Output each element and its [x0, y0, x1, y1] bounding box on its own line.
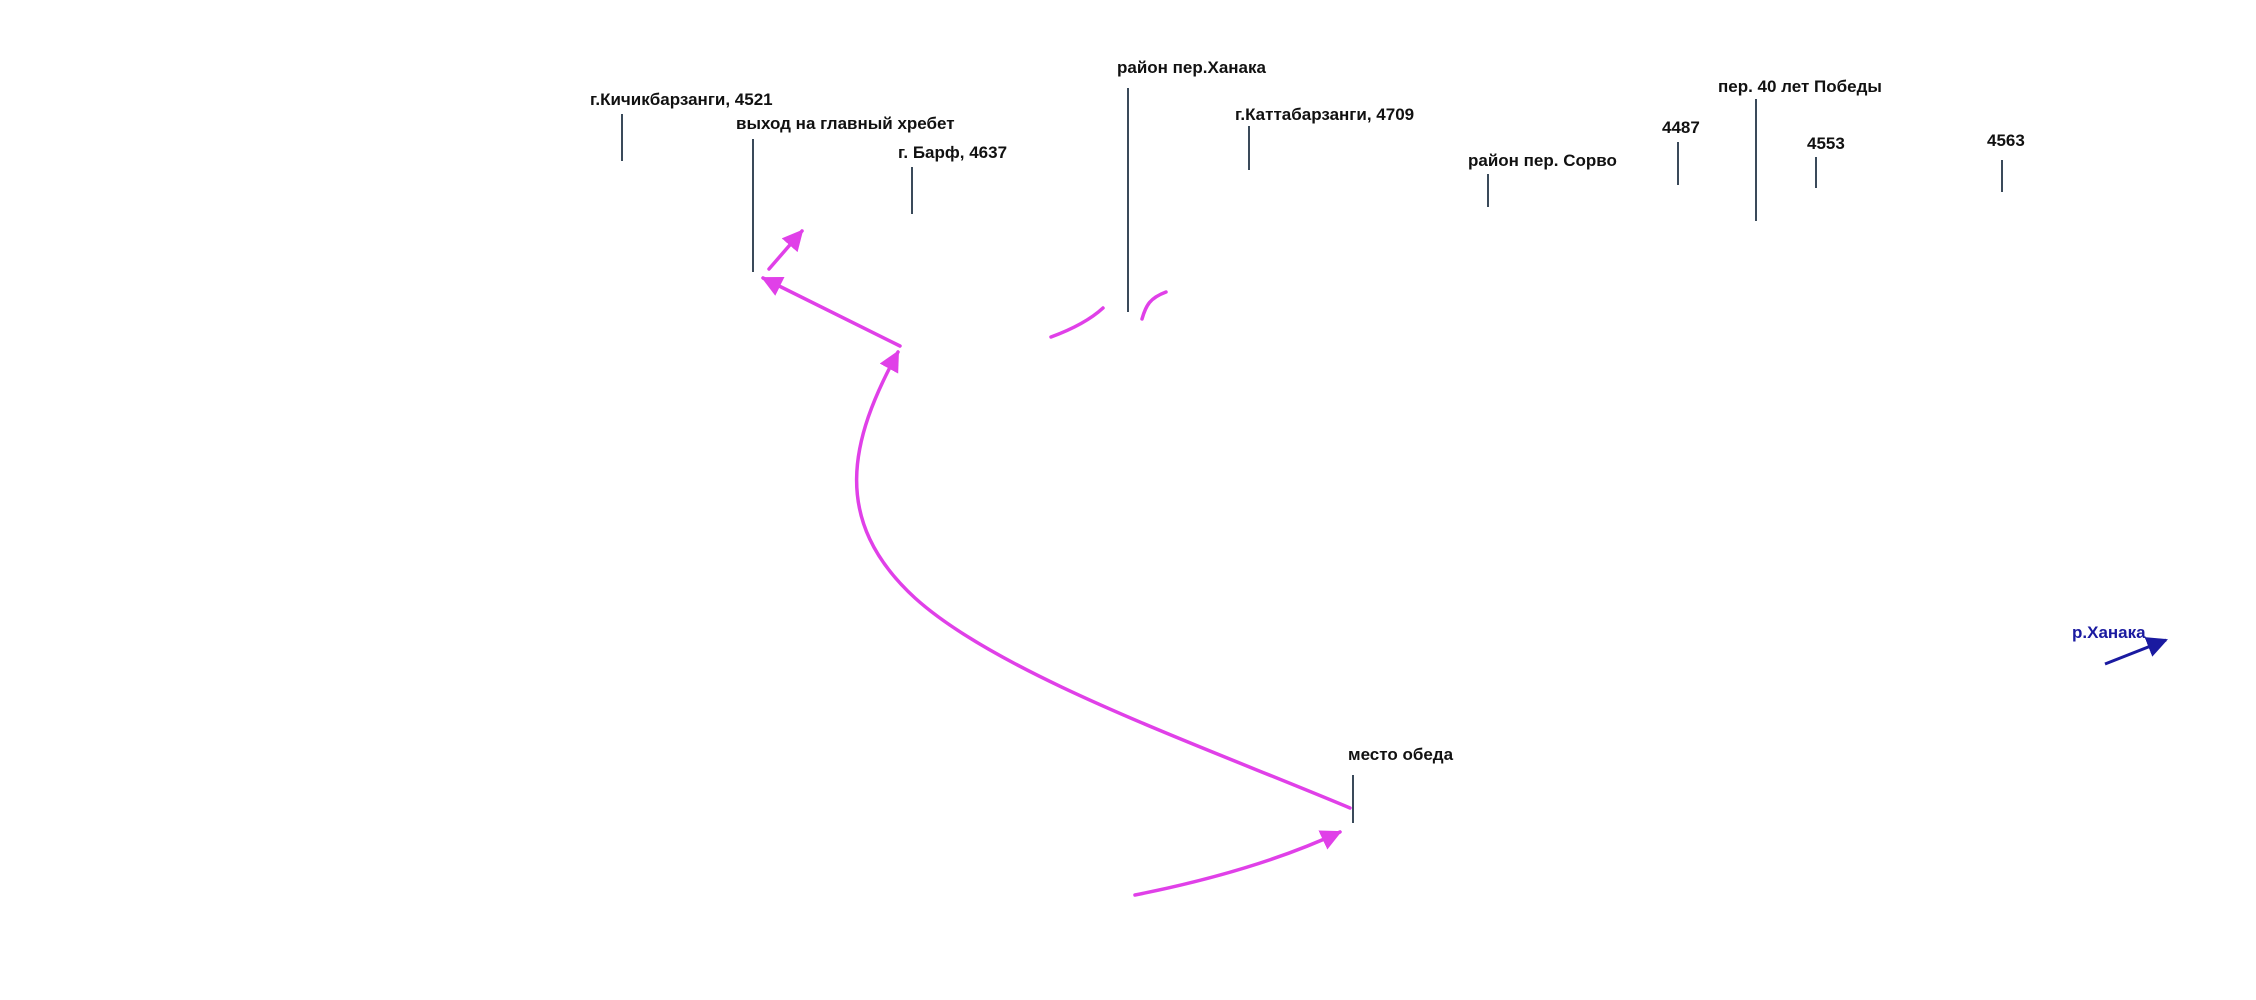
label-peak-4563: 4563: [1987, 131, 2025, 150]
river-flow-arrow: [2104, 637, 2168, 666]
route-khanaka-right-fragment: [1140, 290, 1168, 321]
route-to-exit-ridge: [761, 276, 902, 348]
label-peak-4487: 4487: [1662, 118, 1700, 137]
route-approach-to-lunch: [1133, 830, 1342, 897]
label-peak-4553: 4553: [1807, 134, 1845, 153]
label-sorvo-pass: район пер. Сорво: [1468, 151, 1617, 170]
label-khanaka-pass: район пер.Ханака: [1117, 58, 1267, 77]
label-exit-ridge: выход на главный хребет: [736, 114, 955, 133]
label-kattabarzangi: г.Каттабарзанги, 4709: [1235, 105, 1414, 124]
label-pobedy-pass: пер. 40 лет Победы: [1718, 77, 1882, 96]
route-lunch-to-ridge-junction: [854, 350, 1352, 810]
route-ridge-arrow: [767, 229, 804, 271]
route-khanaka-left-fragment: [1049, 306, 1105, 339]
label-kichikbarzangi: г.Кичикбарзанги, 4521: [590, 90, 773, 109]
label-barf: г. Барф, 4637: [898, 143, 1007, 162]
label-lunch-place: место обеда: [1348, 745, 1454, 764]
label-river: р.Ханака: [2072, 623, 2146, 642]
